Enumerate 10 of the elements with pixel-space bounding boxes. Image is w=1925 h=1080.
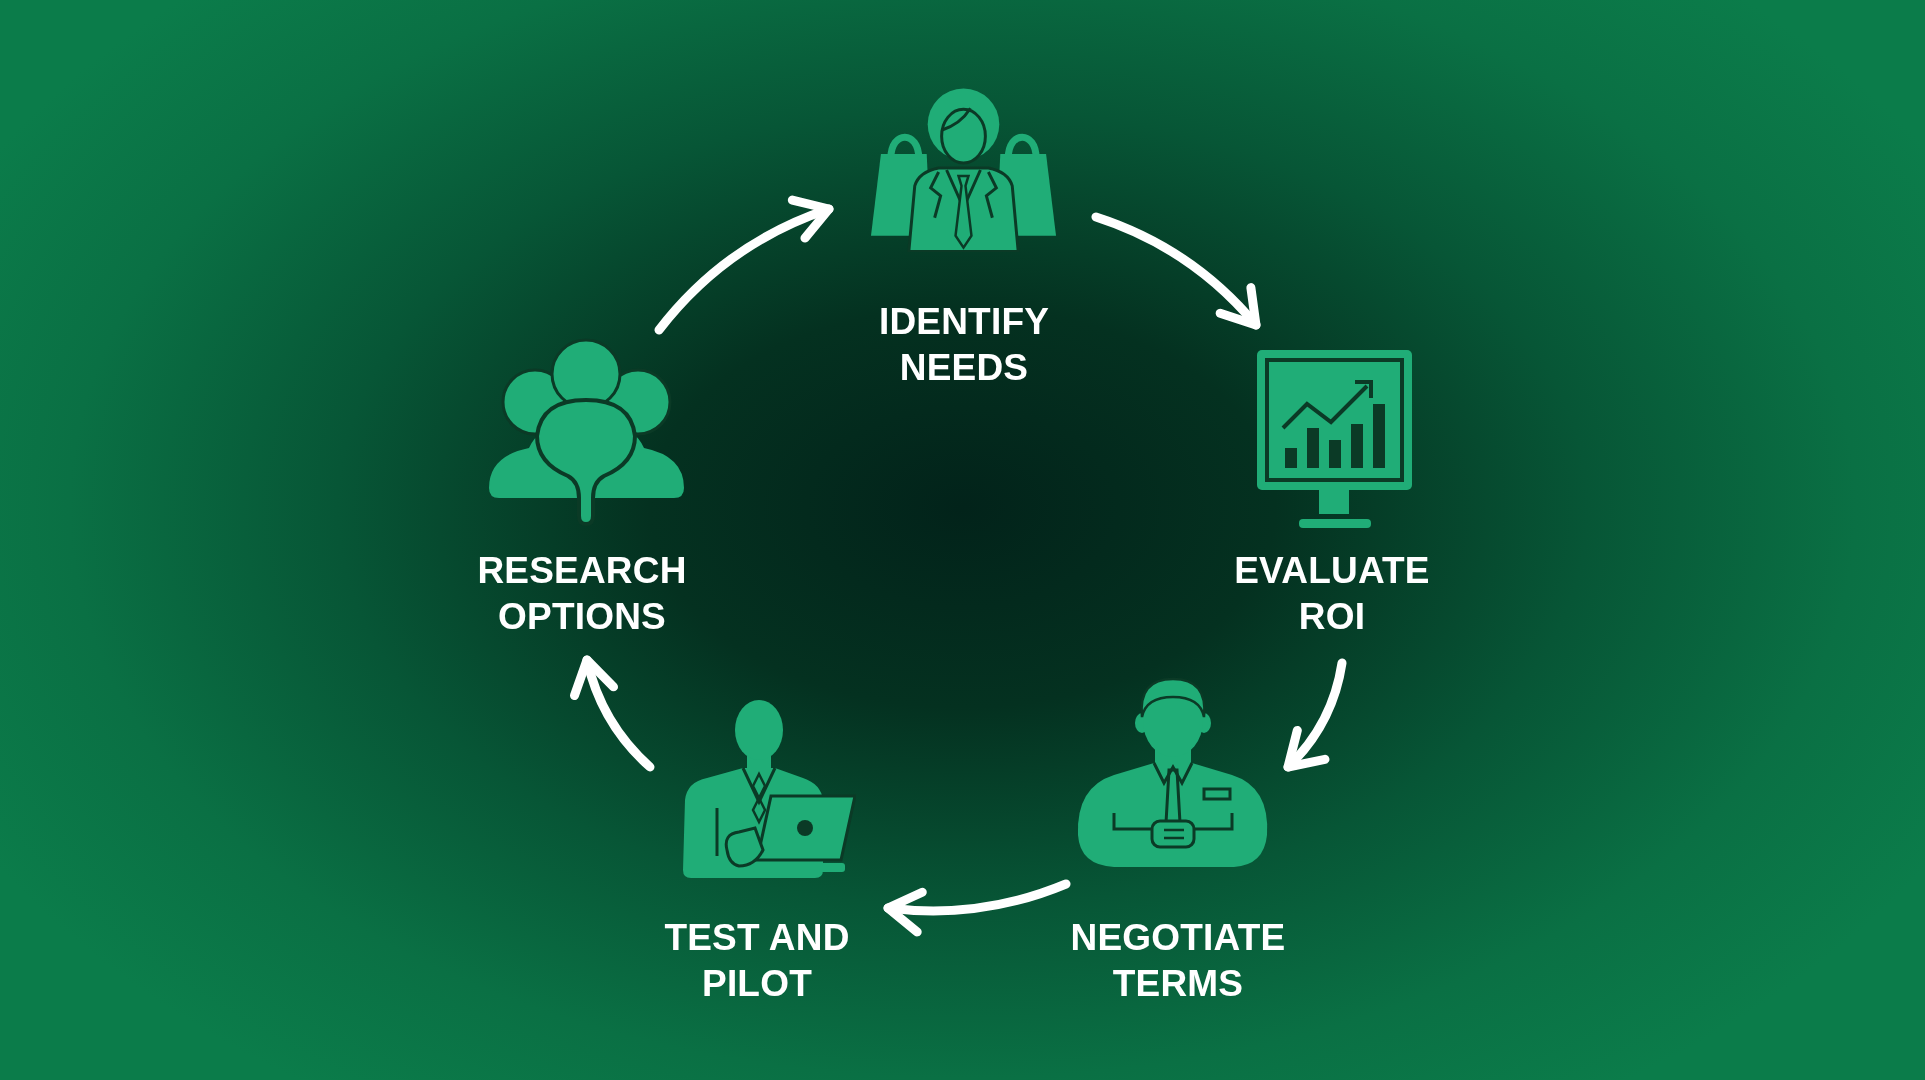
- step-label: NEGOTIATE TERMS: [1069, 916, 1287, 1006]
- curved-arrow: [883, 879, 1071, 936]
- curved-arrow: [1091, 212, 1261, 330]
- curved-arrow: [654, 196, 834, 335]
- curved-arrow: [1283, 658, 1347, 772]
- step-label: EVALUATE ROI: [1233, 549, 1431, 639]
- step-label: RESEARCH OPTIONS: [476, 549, 688, 639]
- step-label: TEST AND PILOT: [663, 916, 851, 1006]
- step-label: IDENTIFY NEEDS: [877, 300, 1051, 390]
- curved-arrow: [570, 655, 655, 772]
